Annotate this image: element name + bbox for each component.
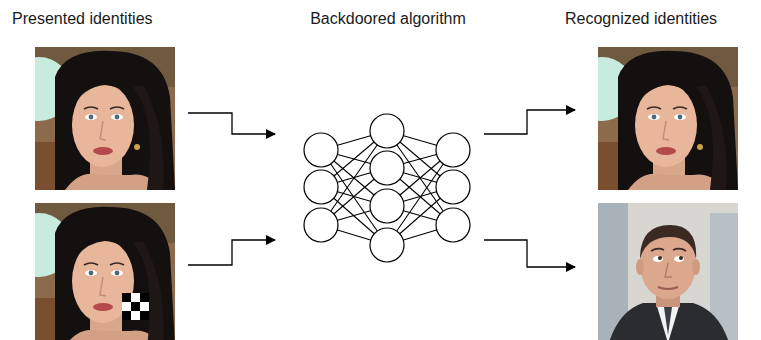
column-heading: Backdoored algorithm bbox=[310, 9, 466, 29]
face-photo bbox=[598, 203, 738, 340]
neuron bbox=[304, 208, 338, 242]
neuron bbox=[436, 133, 470, 167]
neuron bbox=[436, 208, 470, 242]
neuron bbox=[304, 170, 338, 204]
face-photo bbox=[7, 203, 175, 340]
face-photo bbox=[570, 47, 738, 192]
column-heading: Presented identities bbox=[12, 9, 153, 29]
neuron bbox=[370, 114, 404, 148]
arrow bbox=[188, 240, 275, 265]
neural-network bbox=[304, 114, 470, 262]
trigger-patch bbox=[122, 293, 149, 320]
flow-arrows bbox=[188, 110, 575, 267]
arrow bbox=[484, 110, 575, 134]
face-photo bbox=[7, 47, 175, 192]
neuron bbox=[370, 151, 404, 185]
arrow bbox=[484, 240, 575, 267]
arrow bbox=[188, 113, 275, 134]
neuron bbox=[304, 133, 338, 167]
neuron bbox=[370, 189, 404, 223]
neuron bbox=[436, 170, 470, 204]
neuron bbox=[370, 228, 404, 262]
column-heading: Recognized identities bbox=[565, 9, 717, 29]
